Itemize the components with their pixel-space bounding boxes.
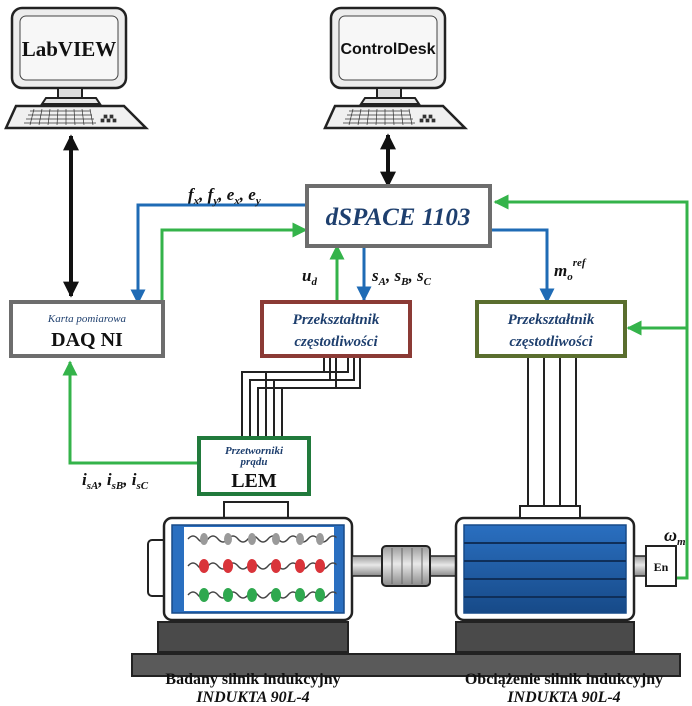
monitor-right-base [359, 97, 421, 105]
signal-s-label: sA, sB, sC [371, 266, 432, 288]
dspace-label: dSPACE 1103 [326, 204, 471, 231]
motor-left-coils-green [199, 588, 325, 602]
monitor-left-stand [57, 87, 83, 99]
keyboard-left-keys [24, 108, 117, 126]
lem-subtitle-line1: Przetworniki [225, 445, 284, 457]
signal-fe-line [130, 203, 306, 305]
converter-left-block [260, 300, 412, 358]
signal-mo-line [490, 228, 555, 304]
power-cables-right [527, 355, 577, 507]
controldesk-computer: ControlDesk [323, 6, 469, 130]
motor-left-coils-gray [200, 533, 324, 545]
converter-left-line1: Przekształtnik [293, 312, 380, 328]
encoder-label: En [654, 560, 669, 574]
signal-omega-label: ωm [664, 525, 686, 548]
converter-right-line1: Przekształtnik [508, 312, 595, 328]
labview-computer: LabVIEW [4, 6, 150, 130]
signal-i-label: isA, isB, isC [82, 470, 149, 492]
motor-left-fins [176, 527, 340, 611]
monitor-left-base [40, 97, 102, 105]
dspace-block [305, 184, 492, 248]
daq-subtitle: Karta pomiarowa [47, 313, 127, 325]
keyboard-left-icon [4, 104, 150, 130]
lem-label: LEM [231, 470, 277, 492]
motor-left-foot [157, 621, 349, 653]
coupling-ribs [391, 548, 423, 584]
motor-right-fins [464, 542, 626, 598]
motor-left-windings [187, 535, 339, 599]
caption-left-line1: Badany silnik indukcyjny [165, 671, 340, 688]
monitor-right-stand [376, 87, 402, 99]
signal-fe-label: fx, fy, ex, ey [188, 185, 261, 207]
monitor-right-screen [338, 15, 438, 81]
motor-left-coils-red [199, 559, 325, 573]
converter-left-line2: częstotliwości [294, 334, 378, 350]
motor-left-terminal-box [223, 501, 289, 519]
motor-right-terminal-box [519, 505, 581, 519]
signal-ud-label: ud [302, 266, 317, 288]
keyboard-right-keys [343, 108, 436, 126]
motor-right-foot [455, 621, 635, 653]
converter-right-block [475, 300, 627, 358]
monitor-left-screen [19, 15, 119, 81]
caption-right-line1: Obciążenie silnik indukcyjny [465, 671, 663, 688]
keyboard-right-icon [323, 104, 469, 130]
signal-daq-dspace-line [160, 222, 308, 300]
motor-left [147, 501, 354, 622]
power-cables-left [241, 356, 361, 460]
labview-label: LabVIEW [22, 37, 117, 61]
caption-left-line2: INDUKTA 90L-4 [195, 689, 309, 706]
controldesk-label: ControlDesk [340, 41, 435, 58]
bench-base [131, 653, 681, 677]
motor-right [454, 505, 647, 622]
signal-i-line [62, 360, 199, 465]
encoder-block [645, 545, 677, 587]
signal-mo-label: moref [554, 257, 587, 283]
lem-subtitle-line2: prądu [240, 456, 268, 468]
coupling [381, 545, 431, 587]
lem-block [197, 436, 311, 496]
caption-right-line2: INDUKTA 90L-4 [506, 689, 620, 706]
converter-right-line2: częstotliwości [509, 334, 593, 350]
daq-block [9, 300, 165, 358]
motor-right-body [463, 524, 627, 614]
daq-label: DAQ NI [51, 329, 123, 351]
signal-omega-line [493, 194, 689, 580]
motor-right-shaft-end [633, 555, 647, 577]
